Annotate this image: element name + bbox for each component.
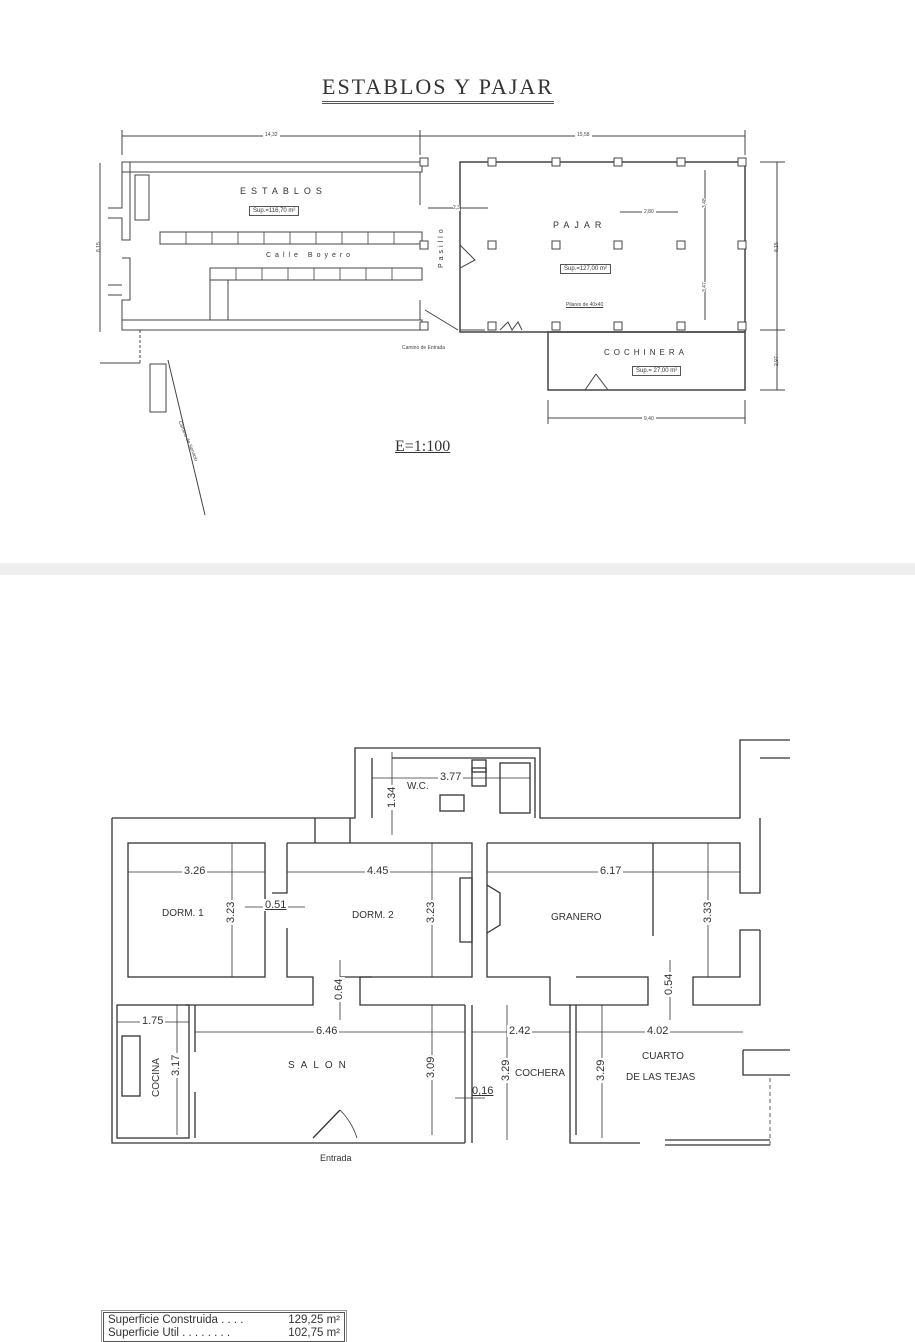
dim-wall-054: 0.54	[663, 971, 675, 997]
scale-label: E=1:100	[395, 438, 451, 455]
pillar-icon	[419, 157, 747, 331]
stables-floorplan-drawing	[99, 130, 785, 516]
room-label-dorm1: DORM. 1	[162, 908, 204, 919]
pilares-annotation: Pilares de 40x40	[566, 302, 604, 308]
area-establos: Sup.=116,70 m²	[249, 206, 300, 216]
entrance-label: Entrada	[320, 1153, 352, 1163]
summary-label: Superficie Util . . . . . . . .	[108, 1327, 231, 1339]
room-label-salon: SALON	[288, 1060, 352, 1071]
room-label-cochera: COCHERA	[515, 1068, 566, 1079]
dim-cochera-height: 3.29	[500, 1057, 512, 1083]
dim-cocina-width: 1.75	[140, 1015, 166, 1027]
summary-value: 129,25 m²	[288, 1314, 340, 1326]
dim-dorm1-height: 3.23	[225, 899, 237, 925]
dim-wc-height: 1.34	[386, 784, 398, 810]
room-label-establos: ESTABLOS	[240, 186, 327, 196]
room-label-cocina: COCINA	[151, 1058, 162, 1097]
dim-pajar-upper: 3,48	[702, 198, 708, 208]
dim-cocina-height: 3.17	[170, 1052, 182, 1078]
dim-cochera-width: 2.42	[507, 1025, 533, 1037]
dim-cochinera-height: 2,97	[774, 356, 780, 366]
summary-row-util: Superficie Util . . . . . . . . 102,75 m…	[108, 1327, 340, 1340]
dim-cuarto-width: 4.02	[645, 1025, 671, 1037]
room-label-granero: GRANERO	[551, 912, 602, 923]
camino-entrada-annotation: Camino de Entrada	[402, 345, 446, 351]
house-floorplan-page: Superficie Construida . . . . 129,25 m² …	[0, 575, 915, 1342]
dim-granero-width: 6.17	[598, 865, 624, 877]
area-cochinera: Sup.= 27,00 m²	[632, 366, 682, 376]
room-label-cuarto-line2: DE LAS TEJAS	[626, 1072, 696, 1083]
surface-summary-box: Superficie Construida . . . . 129,25 m² …	[101, 1310, 347, 1342]
dim-cochinera-width: 9,40	[642, 416, 656, 422]
dim-dorm-door: 0.51	[263, 899, 289, 911]
summary-value: 102,75 m²	[288, 1327, 340, 1339]
area-pajar: Sup.=127,00 m²	[560, 264, 611, 274]
dim-right-height: 8,15	[774, 242, 780, 252]
dim-pajar-bay: 2,80	[642, 209, 656, 215]
dim-left-height: 8,15	[96, 242, 102, 252]
dim-wall-016: 0,16	[472, 1085, 494, 1097]
stables-hayloft-plan-page: ESTABLOS Y PAJAR	[0, 0, 915, 563]
dim-wc-width: 3.77	[438, 771, 464, 783]
room-label-calle-boyero: Calle Boyero	[266, 252, 355, 259]
dim-pasillo-width: 2,3	[453, 205, 460, 211]
room-label-dorm2: DORM. 2	[352, 910, 394, 921]
room-label-cochinera: COCHINERA	[604, 348, 689, 357]
dim-pajar-lower: 3,47	[702, 282, 708, 292]
plan-title: ESTABLOS Y PAJAR	[322, 74, 554, 104]
summary-label: Superficie Construida . . . .	[108, 1314, 244, 1326]
dim-establos-width: 14,32	[263, 132, 280, 138]
dim-wall-064: 0.64	[333, 976, 345, 1002]
room-label-wc: W.C.	[407, 781, 429, 792]
dim-granero-height: 3.33	[702, 899, 714, 925]
house-floorplan-drawing	[111, 739, 790, 1146]
dim-salon-height: 3.09	[425, 1054, 437, 1080]
summary-row-construida: Superficie Construida . . . . 129,25 m²	[108, 1314, 340, 1327]
dim-dorm2-width: 4.45	[365, 865, 391, 877]
dim-pajar-width: 15,58	[575, 132, 592, 138]
dim-salon-width: 6.46	[314, 1025, 340, 1037]
room-label-cuarto-line1: CUARTO	[642, 1051, 684, 1062]
room-label-pajar: PAJAR	[553, 220, 607, 230]
dim-cuarto-height: 3.29	[595, 1057, 607, 1083]
dim-dorm1-width: 3.26	[182, 865, 208, 877]
dim-dorm2-height: 3.23	[425, 899, 437, 925]
page-separator	[0, 563, 915, 575]
room-label-pasillo: Pasillo	[438, 226, 445, 268]
